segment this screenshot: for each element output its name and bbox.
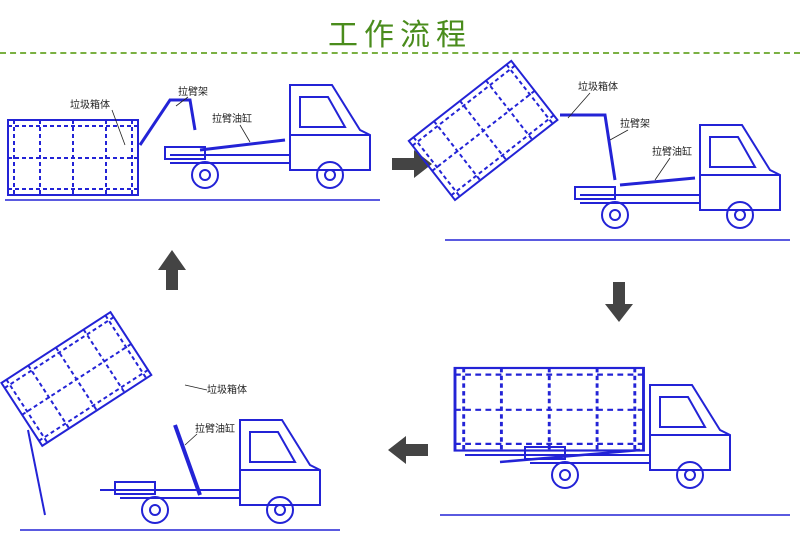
title-divider: [0, 52, 800, 54]
page-title: 工作流程: [328, 18, 472, 53]
arrow-up: [158, 250, 186, 290]
step-1-bin-on-ground: 垃圾箱体 拉臂架 拉臂油缸: [5, 84, 380, 201]
step-4-bin-dumping: 垃圾箱体 拉臂油缸: [0, 311, 340, 531]
step-3-bin-loaded: [440, 366, 790, 516]
label-bin-body: 垃圾箱体: [70, 98, 110, 111]
label-arm-cylinder: 拉臂油缸: [212, 112, 252, 125]
arrow-left: [388, 436, 428, 464]
label-arm-frame: 拉臂架: [178, 85, 208, 98]
label-arm-cylinder-2: 拉臂油缸: [652, 145, 692, 158]
label-arm-frame-2: 拉臂架: [620, 117, 650, 130]
label-bin-body-4: 垃圾箱体: [207, 383, 247, 396]
label-arm-cylinder-4: 拉臂油缸: [195, 422, 235, 435]
label-bin-body-2: 垃圾箱体: [578, 80, 618, 93]
step-2-bin-loading: 垃圾箱体 拉臂架 拉臂油缸: [407, 59, 790, 241]
arrow-down: [605, 282, 633, 322]
